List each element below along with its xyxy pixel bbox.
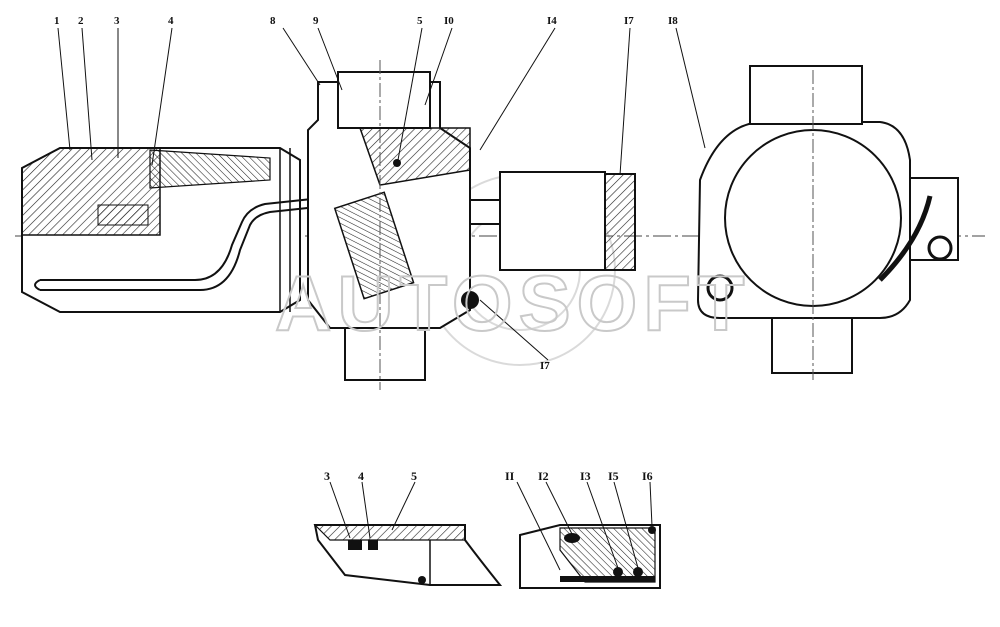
detail-callout-12: I2 (538, 469, 549, 483)
return-pipe (34, 195, 346, 291)
callout-10: I0 (444, 15, 454, 27)
callout-1: 1 (54, 15, 60, 27)
callout-17-top: I7 (624, 15, 634, 27)
callout-9: 9 (313, 15, 319, 27)
callout-17-bottom: I7 (540, 360, 550, 372)
callout-2: 2 (78, 15, 84, 27)
detail-callout-3: 3 (324, 469, 330, 483)
callout-5: 5 (417, 15, 423, 27)
detail-callout-4: 4 (358, 469, 364, 483)
cylinder-body (21, 147, 301, 313)
callout-8: 8 (270, 15, 276, 27)
watermark-text: AUTOSOFT (275, 259, 751, 347)
callout-3: 3 (114, 15, 120, 27)
piston-rod (469, 171, 636, 271)
valve-housing (307, 60, 479, 390)
detail-view-right (516, 481, 661, 589)
callout-14: I4 (547, 15, 557, 27)
detail-callout-15: I5 (608, 469, 619, 483)
detail-callout-11: II (505, 469, 515, 483)
callout-4: 4 (168, 15, 174, 27)
detail-callout-5: 5 (411, 469, 417, 483)
detail-callout-16: I6 (642, 469, 653, 483)
detail-callout-13: I3 (580, 469, 591, 483)
detail-view-left (313, 481, 503, 586)
steering-gear-housing (696, 65, 959, 380)
callout-18: I8 (668, 15, 678, 27)
callout-leaders (57, 27, 706, 361)
